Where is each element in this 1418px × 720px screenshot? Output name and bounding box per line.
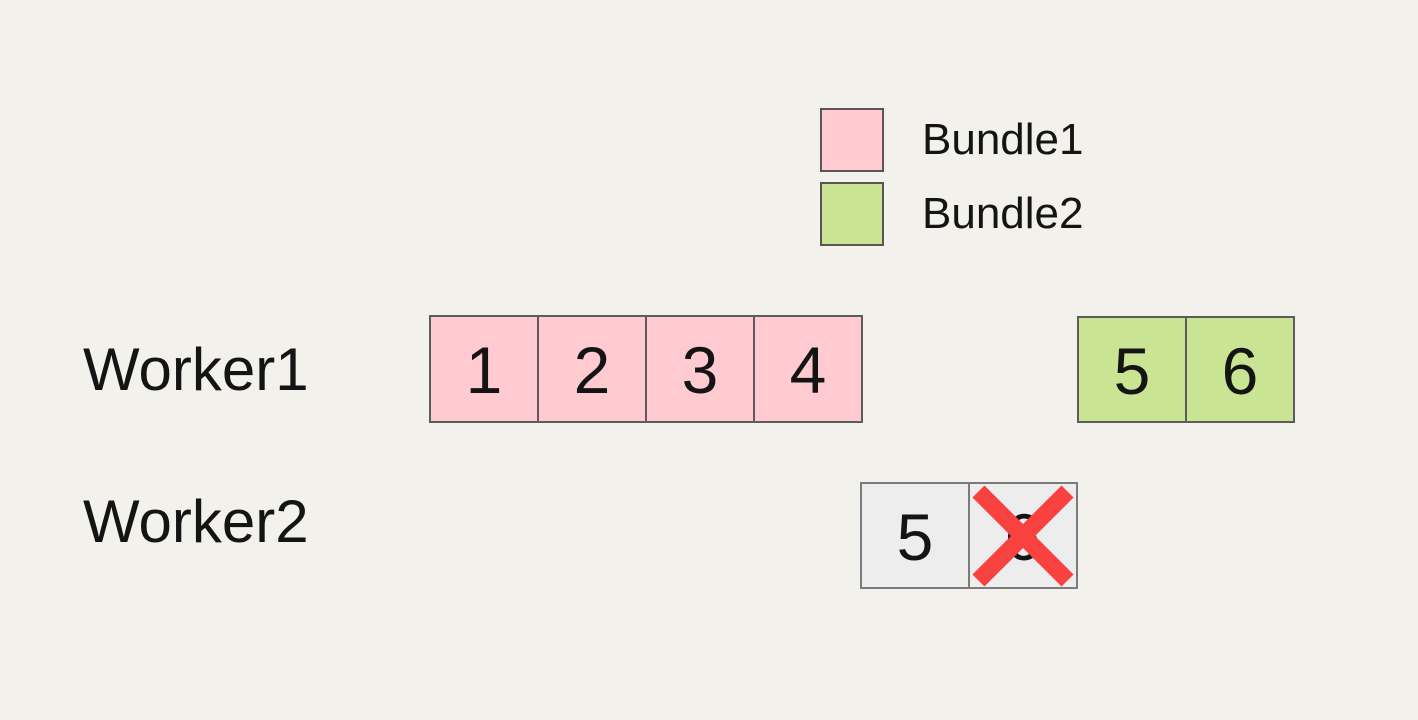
task-number: 3 xyxy=(681,333,719,407)
bundle-task-cell: 3 xyxy=(645,317,753,421)
bundle-task-cell: 6 xyxy=(968,484,1076,587)
legend: Bundle1 Bundle2 xyxy=(820,108,1083,246)
worker1-label: Worker1 xyxy=(83,336,309,403)
bundle-task-cell: 1 xyxy=(431,317,537,421)
bundle2-swatch xyxy=(820,182,884,246)
legend-item-bundle2: Bundle2 xyxy=(820,182,1083,246)
legend-label-bundle1: Bundle1 xyxy=(922,115,1084,164)
bundle-task-cell: 5 xyxy=(862,484,968,587)
bundle-task-cell: 4 xyxy=(753,317,861,421)
task-number: 4 xyxy=(789,333,827,407)
task-number: 5 xyxy=(1113,333,1151,408)
task-number: 1 xyxy=(465,333,503,407)
bundle1-swatch xyxy=(820,108,884,172)
task-number: 2 xyxy=(573,333,611,407)
bundle-task-cell: 6 xyxy=(1185,318,1293,421)
red-cross-icon xyxy=(970,484,1076,587)
bundle-task-cell: 2 xyxy=(537,317,645,421)
task-number: 6 xyxy=(1221,333,1259,408)
legend-item-bundle1: Bundle1 xyxy=(820,108,1083,172)
worker2-label: Worker2 xyxy=(83,488,309,555)
bundle-task-cell: 5 xyxy=(1079,318,1185,421)
legend-label-bundle2: Bundle2 xyxy=(922,189,1084,238)
task-number: 5 xyxy=(896,499,934,574)
